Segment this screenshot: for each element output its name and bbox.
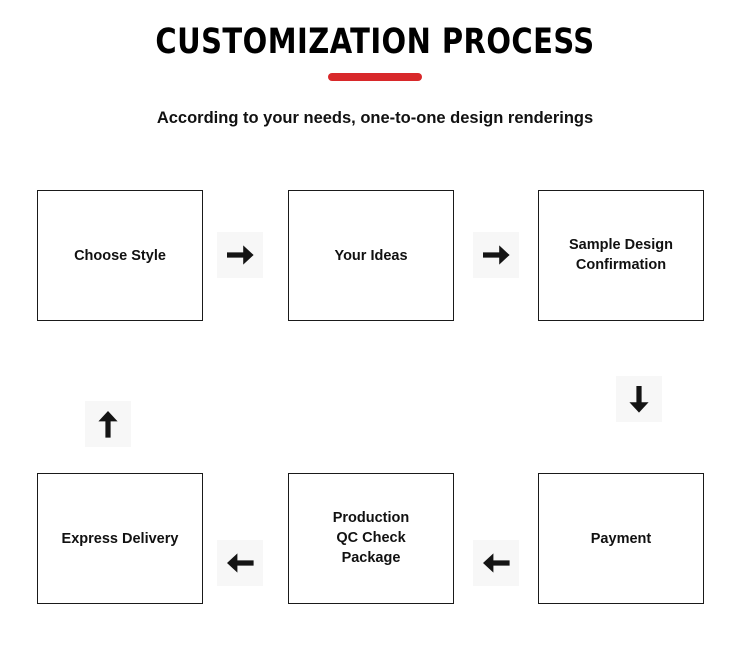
flow-step-label: Production QC Check Package bbox=[332, 509, 410, 566]
arrow-left-icon bbox=[225, 550, 255, 576]
page-subtitle: According to your needs, one-to-one desi… bbox=[156, 109, 594, 127]
arrow-down-icon bbox=[626, 384, 652, 414]
flow-step-label: Express Delivery bbox=[61, 530, 179, 547]
flow-step-production-qc-check-package[interactable]: Production QC Check Package bbox=[288, 473, 454, 604]
connector-your-ideas-to-sample-design bbox=[473, 232, 519, 278]
arrow-right-icon bbox=[225, 242, 255, 268]
flow-step-label: Sample Design Confirmation bbox=[569, 236, 673, 273]
flow-step-sample-design-confirmation[interactable]: Sample Design Confirmation bbox=[538, 190, 704, 321]
page-title: CUSTOMIZATION PROCESS bbox=[155, 22, 595, 62]
arrow-up-icon bbox=[95, 409, 121, 439]
flow-step-payment[interactable]: Payment bbox=[538, 473, 704, 604]
connector-sample-design-to-payment bbox=[616, 376, 662, 422]
connector-production-qc-to-express-delivery bbox=[217, 540, 263, 586]
arrow-left-icon bbox=[481, 550, 511, 576]
flow-step-choose-style[interactable]: Choose Style bbox=[37, 190, 203, 321]
title-underline-rule bbox=[328, 73, 422, 81]
flow-step-label: Your Ideas bbox=[334, 247, 408, 264]
connector-choose-style-to-your-ideas bbox=[217, 232, 263, 278]
flow-step-express-delivery[interactable]: Express Delivery bbox=[37, 473, 203, 604]
connector-payment-to-production-qc bbox=[473, 540, 519, 586]
flow-step-label: Choose Style bbox=[74, 247, 166, 264]
arrow-right-icon bbox=[481, 242, 511, 268]
connector-express-delivery-to-choose-style bbox=[85, 401, 131, 447]
flow-step-label: Payment bbox=[590, 530, 652, 547]
flow-step-your-ideas[interactable]: Your Ideas bbox=[288, 190, 454, 321]
